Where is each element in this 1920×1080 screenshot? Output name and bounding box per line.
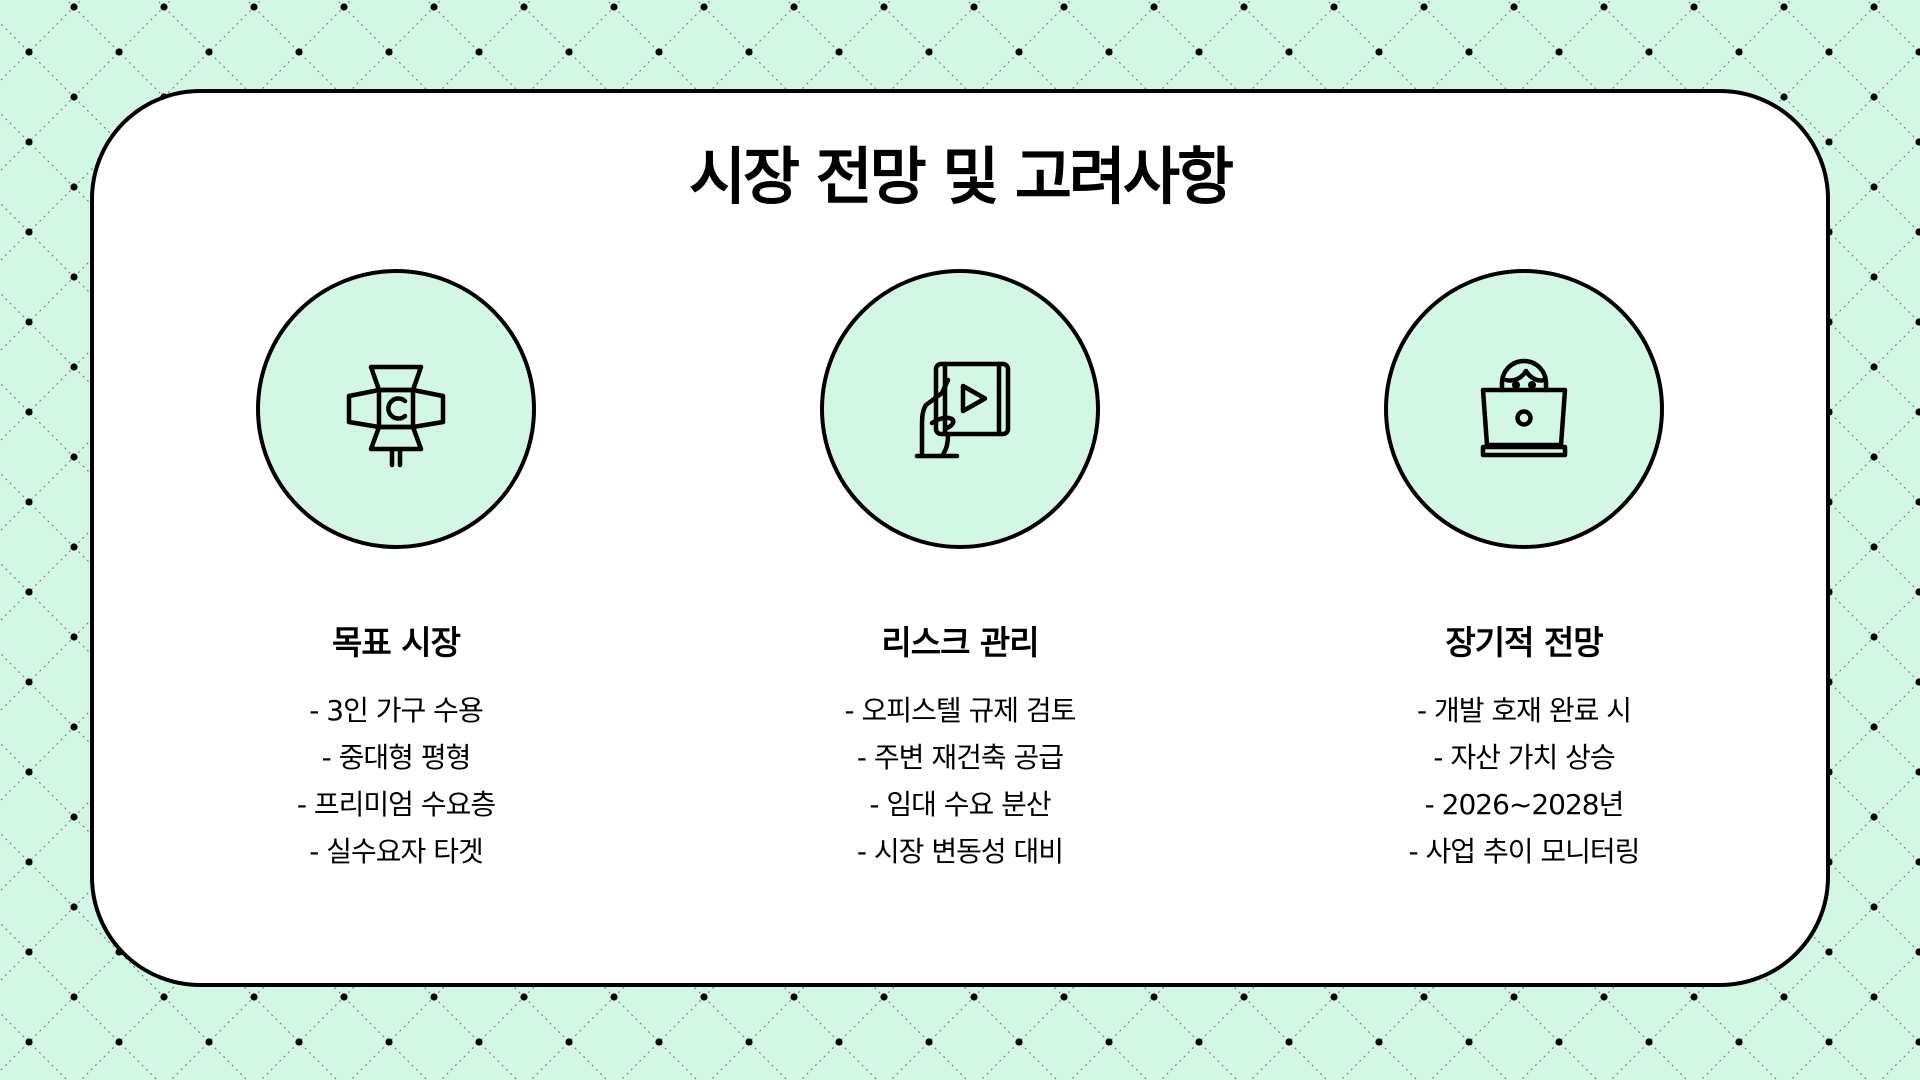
column-heading: 목표 시장	[332, 623, 461, 662]
icon-badge	[820, 269, 1100, 549]
bullet-list: - 오피스텔 규제 검토 - 주변 재건축 공급 - 임대 수요 분산 - 시장…	[710, 687, 1210, 875]
list-item: - 중대형 평형	[321, 741, 472, 774]
slide-title: 시장 전망 및 고려사항	[688, 140, 1234, 213]
bullet-list: - 3인 가구 수용 - 중대형 평형 - 프리미엄 수요층 - 실수요자 타겟	[146, 687, 646, 875]
column-risk-management: 리스크 관리 - 오피스텔 규제 검토 - 주변 재건축 공급 - 임대 수요 …	[710, 269, 1210, 868]
person-laptop-icon	[1480, 358, 1568, 458]
list-item: - 3인 가구 수용	[309, 694, 483, 727]
list-item: - 실수요자 타겟	[309, 835, 483, 868]
bullet-list: - 개발 호재 완료 시 - 자산 가치 상승 - 2026~2028년 - 사…	[1274, 687, 1774, 875]
column-target-market: 목표 시장 - 3인 가구 수용 - 중대형 평형 - 프리미엄 수요층 - 실…	[146, 269, 646, 868]
column-heading: 장기적 전망	[1445, 623, 1603, 662]
list-item: - 임대 수요 분산	[869, 788, 1051, 821]
column-long-term-outlook: 장기적 전망 - 개발 호재 완료 시 - 자산 가치 상승 - 2026~20…	[1274, 269, 1774, 868]
tablet-video-hand-icon	[914, 361, 1011, 459]
list-item: - 개발 호재 완료 시	[1416, 694, 1632, 727]
list-item: - 시장 변동성 대비	[856, 835, 1064, 868]
list-item: - 자산 가치 상승	[1433, 741, 1615, 774]
list-item: - 2026~2028년	[1424, 788, 1625, 821]
icon-badge	[256, 269, 536, 549]
list-item: - 프리미엄 수요층	[296, 788, 496, 821]
spotlight-camera-icon	[346, 364, 446, 468]
icon-badge	[1384, 269, 1664, 549]
column-heading: 리스크 관리	[881, 623, 1039, 662]
list-item: - 사업 추이 모니터링	[1408, 835, 1641, 868]
list-item: - 주변 재건축 공급	[856, 741, 1064, 774]
list-item: - 오피스텔 규제 검토	[844, 694, 1077, 727]
